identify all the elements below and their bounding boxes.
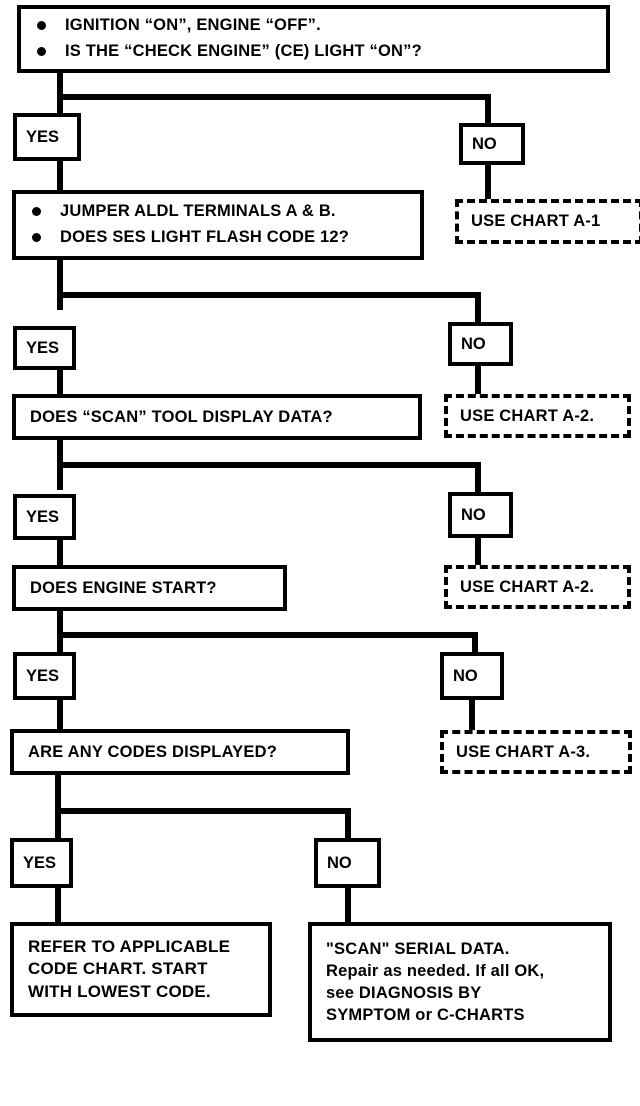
connector-step2-yes-to-step3: [57, 370, 63, 398]
connector-step1-stem: [57, 73, 63, 100]
step1-bullet-2: IS THE “CHECK ENGINE” (CE) LIGHT “ON”?: [37, 39, 606, 65]
node-ref-chart-a3[interactable]: USE CHART A-3.: [440, 730, 632, 774]
token-step4-no[interactable]: NO: [440, 652, 504, 700]
node-step4-question: DOES ENGINE START?: [12, 565, 287, 611]
node-step3-question: DOES “SCAN” TOOL DISPLAY DATA?: [12, 394, 422, 440]
connector-step1-yes-drop: [57, 94, 63, 114]
node-ref-chart-a1[interactable]: USE CHART A-1: [455, 199, 640, 244]
connector-step2-horizontal: [57, 292, 481, 298]
connector-step5-stem: [55, 775, 61, 840]
token-step1-no[interactable]: NO: [459, 123, 525, 165]
token-step5-yes[interactable]: YES: [10, 838, 73, 888]
connector-step2-no-to-refa2: [475, 366, 481, 396]
node-terminal-refer-code-chart: REFER TO APPLICABLE CODE CHART. START WI…: [10, 922, 272, 1017]
connector-step3-horizontal: [57, 462, 481, 468]
connector-step3-no-to-refa2b: [475, 538, 481, 568]
token-step3-yes[interactable]: YES: [13, 494, 76, 540]
connector-step2-stem: [57, 260, 63, 310]
connector-step5-no-to-terminal: [345, 888, 351, 923]
node-step1-process: IGNITION “ON”, ENGINE “OFF”. IS THE “CHE…: [17, 5, 610, 73]
connector-step1-horizontal: [57, 94, 491, 100]
connector-step4-no-drop: [472, 632, 478, 654]
token-step5-no[interactable]: NO: [314, 838, 381, 888]
token-step4-yes[interactable]: YES: [13, 652, 76, 700]
token-step1-yes[interactable]: YES: [13, 113, 81, 161]
connector-step4-horizontal: [57, 632, 478, 638]
node-ref-chart-a2-first[interactable]: USE CHART A-2.: [444, 394, 631, 438]
bullet-dot-icon: [37, 21, 46, 31]
bullet-dot-icon: [37, 47, 46, 56]
token-step2-yes[interactable]: YES: [13, 326, 76, 370]
step2-bullet-2: DOES SES LIGHT FLASH CODE 12?: [32, 225, 420, 251]
connector-step1-yes-to-step2: [57, 161, 63, 192]
connector-step3-yes-to-step4: [57, 540, 63, 570]
connector-step5-horizontal: [55, 808, 351, 814]
connector-step4-no-to-refa3: [469, 700, 475, 732]
step1-bullet-list: IGNITION “ON”, ENGINE “OFF”. IS THE “CHE…: [21, 13, 606, 64]
token-step3-no[interactable]: NO: [448, 492, 513, 538]
connector-step4-yes-to-step5: [57, 700, 63, 730]
node-terminal-scan-serial-data: "SCAN" SERIAL DATA. Repair as needed. If…: [308, 922, 612, 1042]
connector-step1-no-to-refa1: [485, 165, 491, 200]
token-step2-no[interactable]: NO: [448, 322, 513, 366]
connector-step5-no-drop: [345, 808, 351, 840]
bullet-dot-icon: [32, 233, 41, 242]
connector-step5-yes-to-terminal: [55, 888, 61, 924]
step2-bullet-list: JUMPER ALDL TERMINALS A & B. DOES SES LI…: [16, 199, 420, 250]
step1-bullet-1: IGNITION “ON”, ENGINE “OFF”.: [37, 13, 606, 39]
node-step5-question: ARE ANY CODES DISPLAYED?: [10, 729, 350, 775]
node-step2-process: JUMPER ALDL TERMINALS A & B. DOES SES LI…: [12, 190, 424, 260]
node-ref-chart-a2-second[interactable]: USE CHART A-2.: [444, 565, 631, 609]
step2-bullet-1: JUMPER ALDL TERMINALS A & B.: [32, 199, 420, 225]
connector-step1-no-drop: [485, 94, 491, 124]
bullet-dot-icon: [32, 207, 41, 217]
connector-step2-no-drop: [475, 292, 481, 324]
connector-step3-no-drop: [475, 462, 481, 494]
